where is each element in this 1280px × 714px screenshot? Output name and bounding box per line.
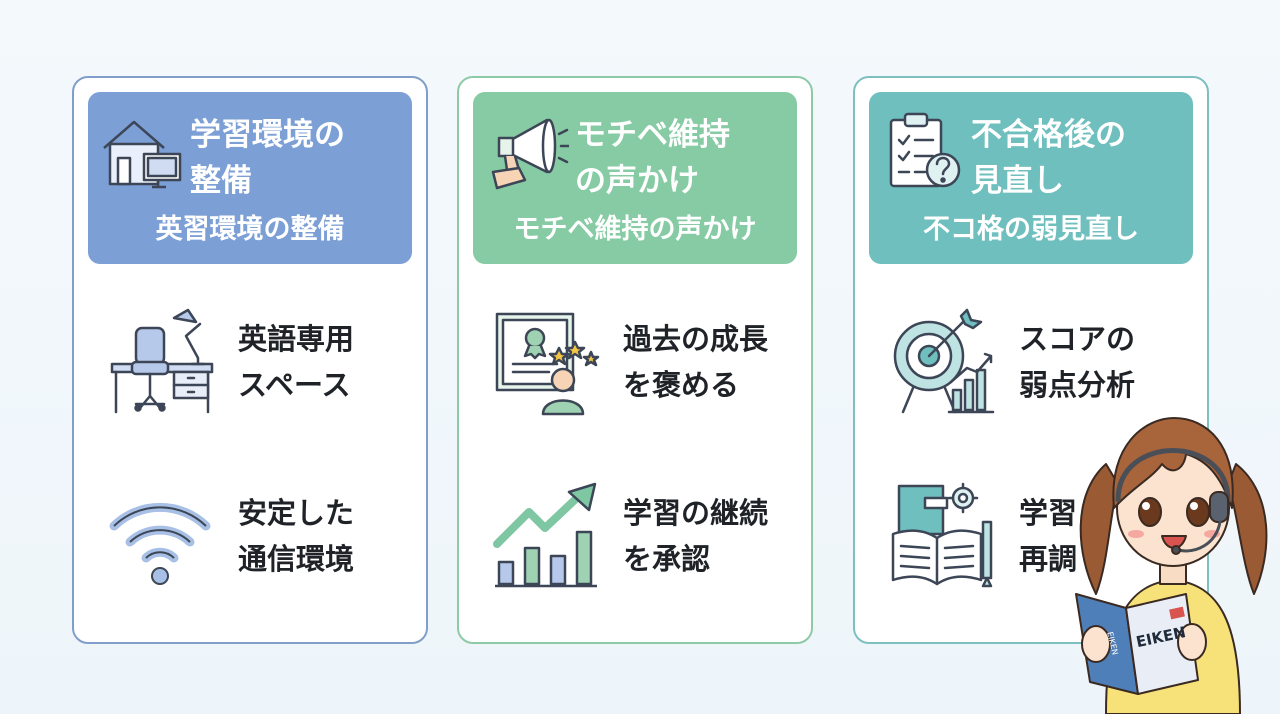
card-motivation: モチベ維持 の声かけ モチベ維持の声かけ 過去の成長 を褒める <box>457 76 813 644</box>
list-item: 学習 再調 <box>879 476 1189 596</box>
list-item: 安定した 通信環境 <box>98 476 408 596</box>
list-item: 過去の成長 を褒める <box>483 302 793 422</box>
card-title: モチベ維持 の声かけ <box>575 117 730 199</box>
growth-chart-icon <box>493 482 597 588</box>
item-text: 過去の成長 を褒める <box>623 322 769 402</box>
book-badge <box>1169 606 1185 620</box>
headset-girl-icon: EIKEN EIKEN <box>1075 417 1268 714</box>
item-text: 安定した 通信環境 <box>238 496 355 576</box>
item-text: 学習 再調 <box>1019 496 1078 576</box>
desk-lamp-icon <box>110 308 214 414</box>
card-subtitle: モチベ維持の声かけ <box>513 214 757 245</box>
clipboard-question-icon <box>889 112 961 188</box>
card-learning-environment: 学習環境の 整備 英習環境の整備 英語専用 スペース <box>72 76 428 644</box>
item-text: スコアの 弱点分析 <box>1019 322 1136 402</box>
wifi-icon <box>109 502 211 585</box>
card-header: 学習環境の 整備 英習環境の整備 <box>88 92 412 264</box>
card-subtitle: 不コ格の弱見直し <box>923 214 1139 245</box>
card-header: 不合格後の 見直し 不コ格の弱見直し <box>869 92 1193 264</box>
card-title: 不合格後の 見直し <box>971 117 1126 199</box>
item-text: 学習の継続 を承認 <box>623 496 769 576</box>
target-chart-icon <box>893 308 995 414</box>
list-item: 学習の継続 を承認 <box>483 476 793 596</box>
card-header: モチベ維持 の声かけ モチベ維持の声かけ <box>473 92 797 264</box>
megaphone-icon <box>491 118 569 190</box>
certificate-icon <box>495 312 600 416</box>
list-item: スコアの 弱点分析 <box>879 302 1189 422</box>
house-computer-icon <box>103 120 182 189</box>
card-subtitle: 英習環境の整備 <box>155 214 345 245</box>
item-text: 英語専用 スペース <box>238 322 355 402</box>
book-gear-icon <box>891 482 993 588</box>
list-item: 英語専用 スペース <box>98 302 408 422</box>
card-title: 学習環境の 整備 <box>190 117 345 199</box>
